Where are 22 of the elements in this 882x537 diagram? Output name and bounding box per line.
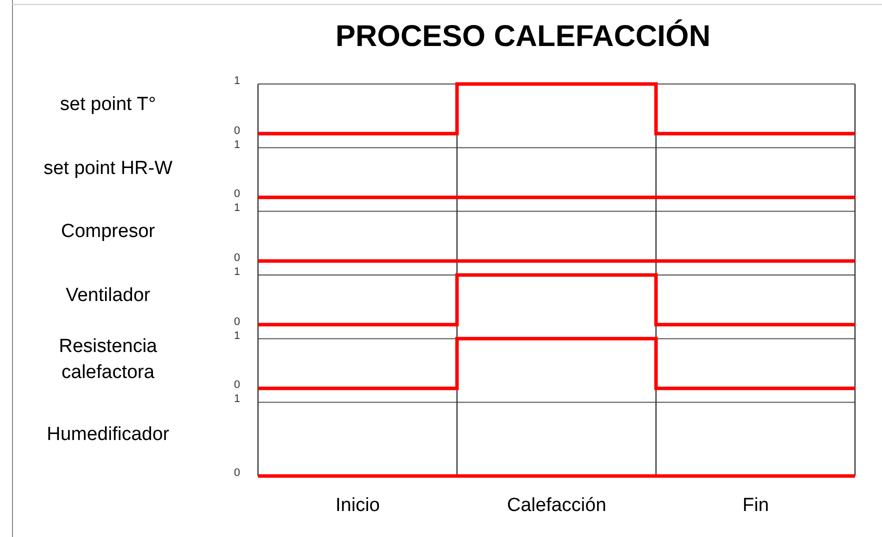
tick-label: 1 xyxy=(234,266,240,278)
tick-label: 1 xyxy=(234,330,240,342)
chart-title: PROCESO CALEFACCIÓN xyxy=(334,20,712,54)
tick-label: 0 xyxy=(234,379,240,392)
tick-label: 0 xyxy=(234,252,240,264)
tick-label: 1 xyxy=(234,75,240,87)
signal-label: Resistencia calefactora xyxy=(58,334,158,384)
tick-label: 1 xyxy=(234,138,240,151)
tick-label: 0 xyxy=(234,467,240,479)
tick-label: 0 xyxy=(234,124,240,137)
phase-label: Calefacción xyxy=(507,495,606,517)
phase-label: Fin xyxy=(742,495,769,517)
signal-label: Ventilador xyxy=(64,284,152,308)
signal-label: set point T° xyxy=(59,92,157,117)
signal-label: Compresor xyxy=(60,220,156,244)
phase-label: Inicio xyxy=(336,495,380,517)
signal-label: Humedificador xyxy=(46,423,170,448)
tick-label: 0 xyxy=(234,316,240,328)
signal-label: set point HR-W xyxy=(42,156,174,180)
tick-label: 1 xyxy=(234,202,240,214)
tick-label: 1 xyxy=(234,393,240,406)
tick-label: 0 xyxy=(234,188,240,200)
